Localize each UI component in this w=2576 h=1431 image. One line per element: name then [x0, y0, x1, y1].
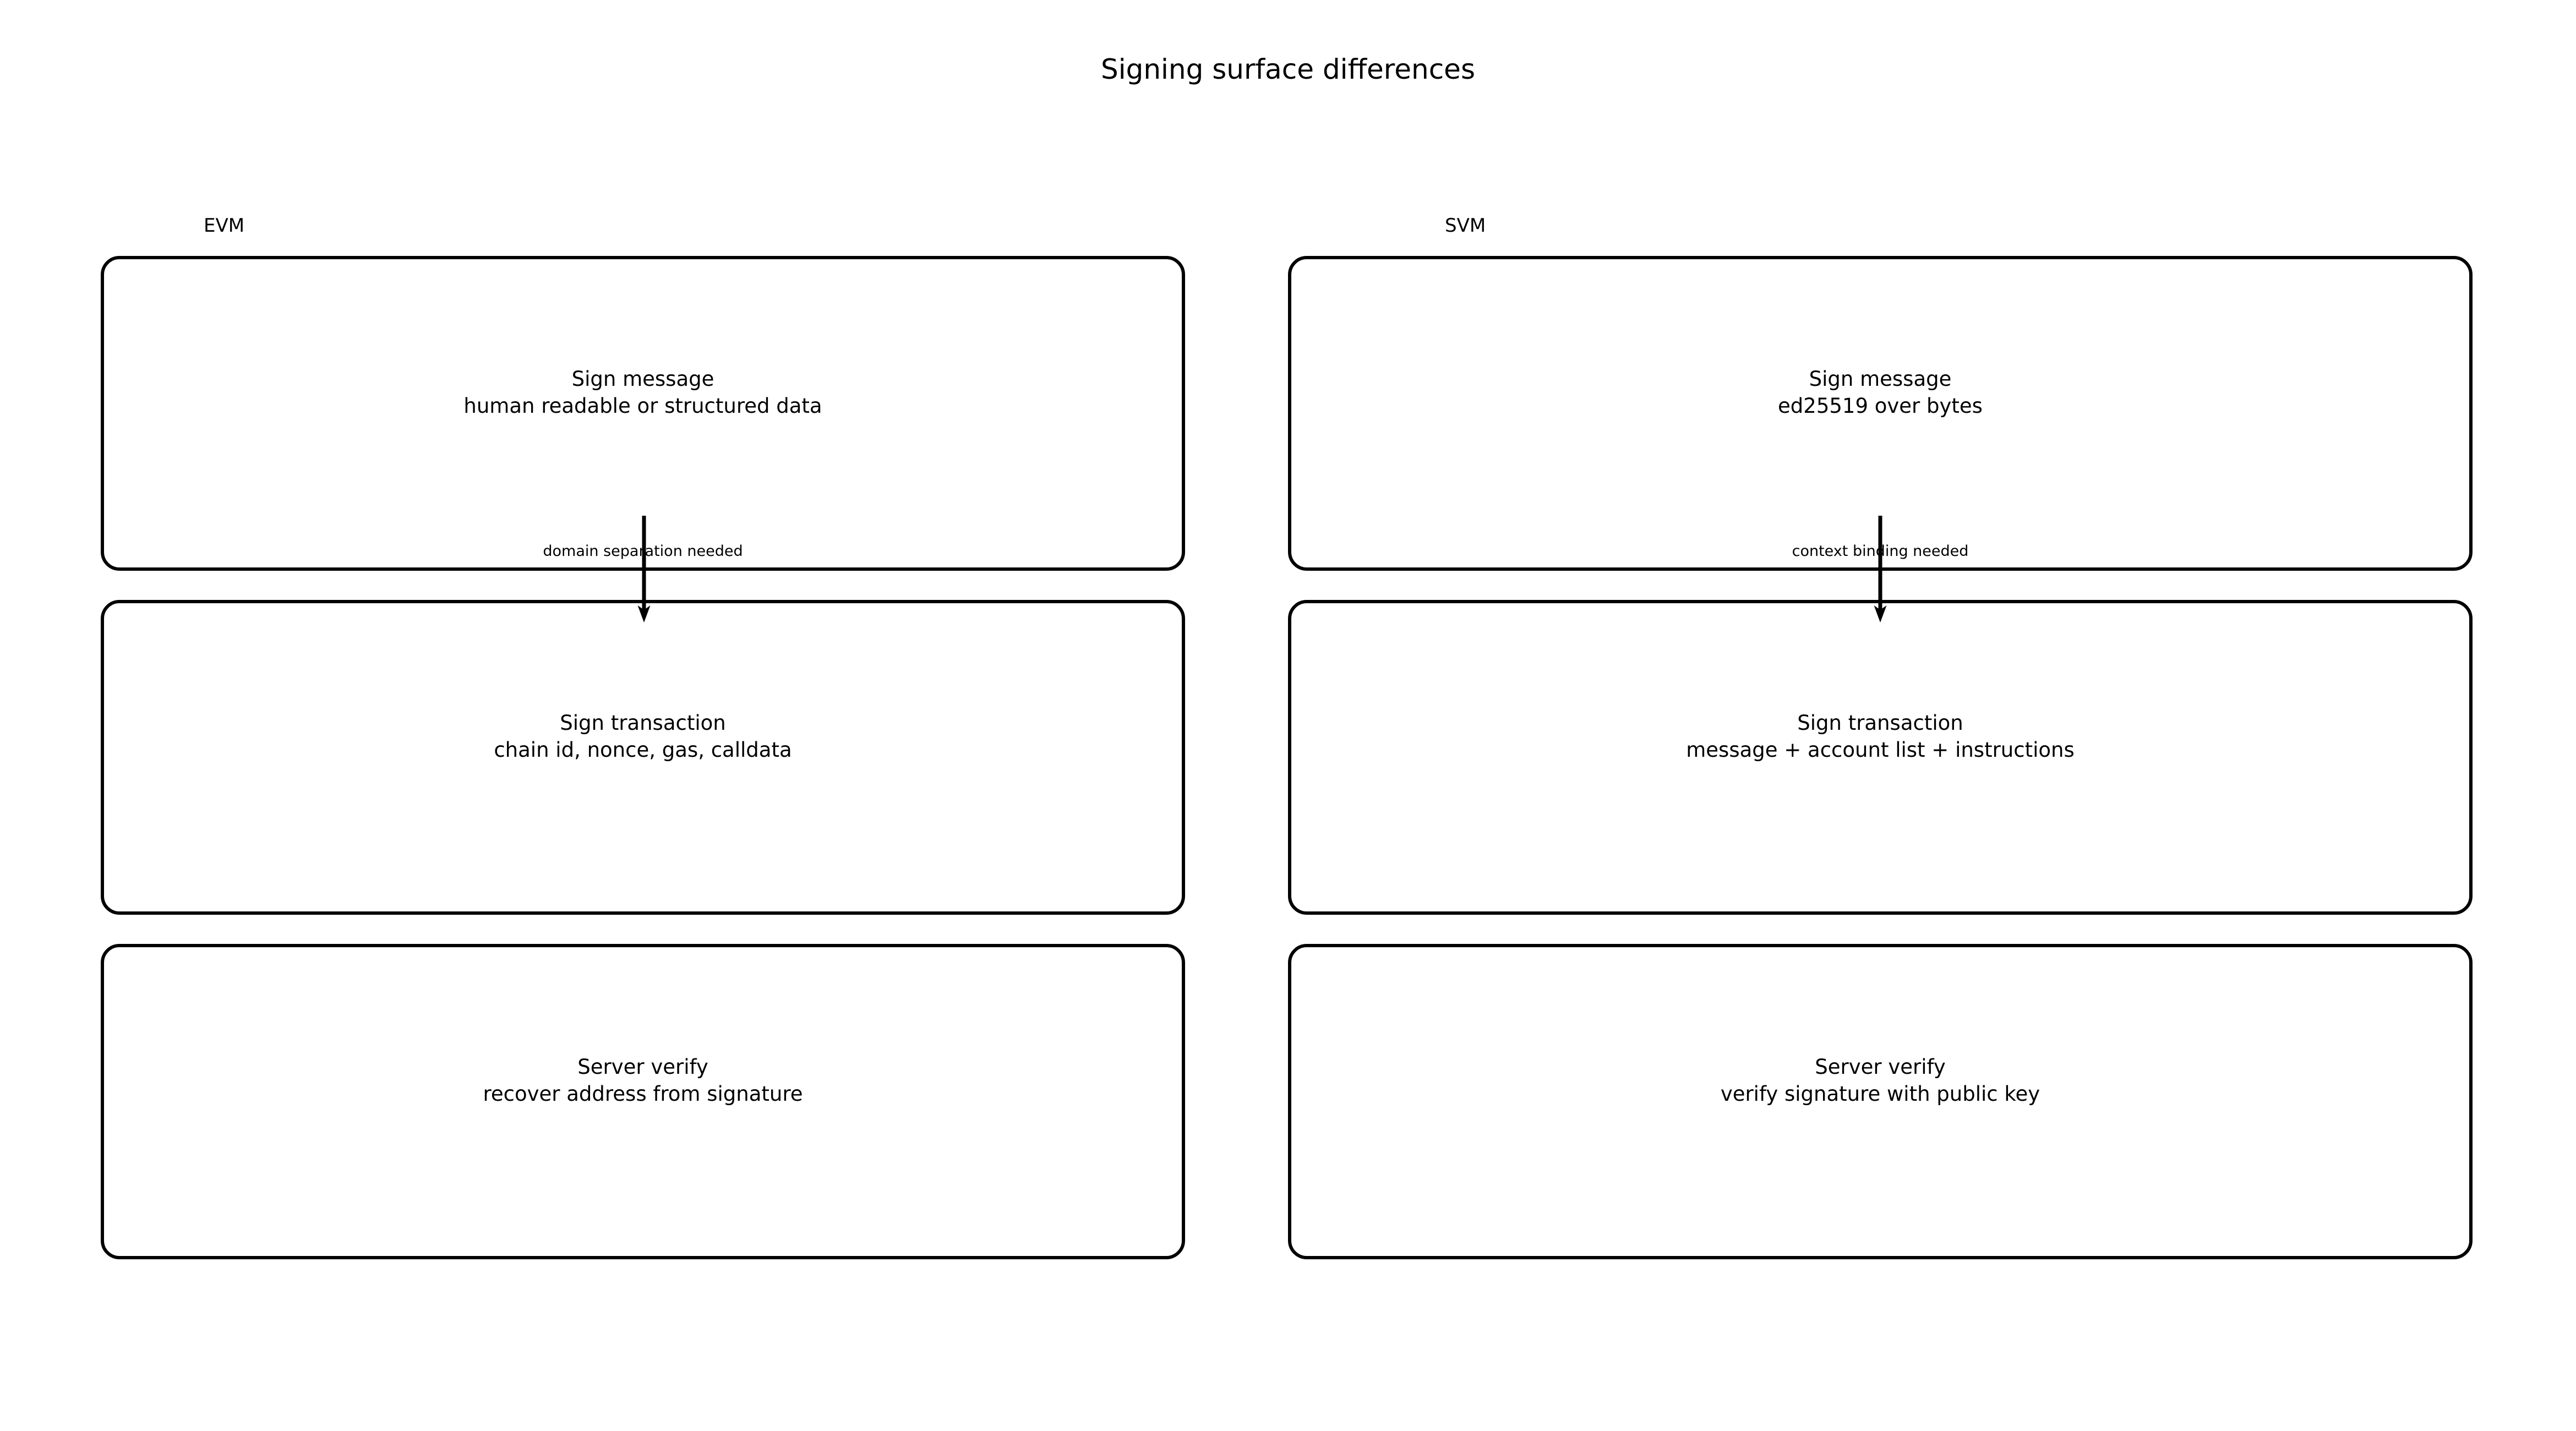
evm-node-sign-message-detail-line: human readable or structured data — [463, 394, 822, 418]
svm-node-server-verify-title: Server verify verify signature with publi… — [1291, 1053, 2469, 1107]
column-label-svm: SVM — [1445, 215, 1486, 237]
svm-node-sign-transaction-title: Sign transaction message + account list +… — [1291, 709, 2469, 763]
svm-node-server-verify-title-line: Server verify — [1815, 1055, 1946, 1079]
diagram-title: Signing surface differences — [1100, 53, 1475, 85]
svm-node-server-verify-detail-line: verify signature with public key — [1720, 1082, 2040, 1106]
svm-node-sign-message-title-line: Sign message — [1809, 367, 1952, 391]
svm-node-sign-message[interactable]: Sign message ed25519 over bytes — [1288, 256, 2473, 571]
evm-node-sign-transaction[interactable]: Sign transaction chain id, nonce, gas, ca… — [101, 600, 1185, 915]
evm-node-sign-transaction-detail-line: chain id, nonce, gas, calldata — [494, 738, 792, 762]
svm-node-server-verify[interactable]: Server verify verify signature with publi… — [1288, 944, 2473, 1259]
evm-node-server-verify-title: Server verify recover address from signat… — [104, 1053, 1182, 1107]
evm-node-sign-message[interactable]: Sign message human readable or structured… — [101, 256, 1185, 571]
evm-node-server-verify-title-line: Server verify — [577, 1055, 708, 1079]
evm-node-sign-message-title: Sign message human readable or structured… — [104, 365, 1182, 419]
evm-node-server-verify[interactable]: Server verify recover address from signat… — [101, 944, 1185, 1259]
svm-node-sign-transaction-detail-line: message + account list + instructions — [1686, 738, 2075, 762]
evm-node-server-verify-detail-line: recover address from signature — [483, 1082, 803, 1106]
svm-edge-label: context binding needed — [1792, 543, 1969, 560]
column-label-evm: EVM — [204, 215, 245, 237]
svm-node-sign-message-detail-line: ed25519 over bytes — [1778, 394, 1983, 418]
svm-node-sign-message-title: Sign message ed25519 over bytes — [1291, 365, 2469, 419]
evm-edge-label: domain separation needed — [543, 543, 743, 560]
svm-node-sign-transaction[interactable]: Sign transaction message + account list +… — [1288, 600, 2473, 915]
svm-node-sign-transaction-title-line: Sign transaction — [1797, 711, 1963, 735]
evm-node-sign-transaction-title-line: Sign transaction — [560, 711, 726, 735]
evm-node-sign-transaction-title: Sign transaction chain id, nonce, gas, ca… — [104, 709, 1182, 763]
evm-node-sign-message-title-line: Sign message — [571, 367, 714, 391]
